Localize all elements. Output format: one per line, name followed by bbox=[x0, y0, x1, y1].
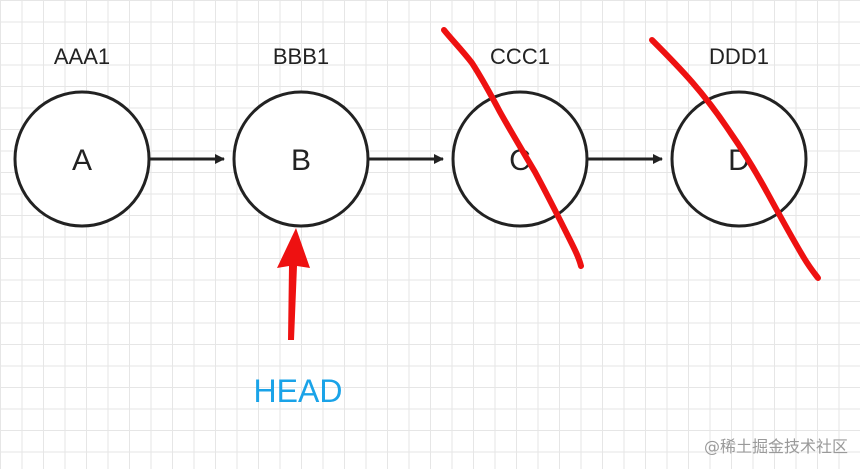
node-b: BBB1 B bbox=[232, 44, 370, 228]
node-a-circle bbox=[13, 90, 151, 228]
node-a: AAA1 A bbox=[13, 44, 151, 228]
node-d-circle bbox=[670, 90, 808, 228]
node-b-circle bbox=[232, 90, 370, 228]
node-d-label: DDD1 bbox=[709, 44, 769, 69]
node-b-letter: B bbox=[291, 144, 311, 177]
node-a-letter: A bbox=[72, 144, 92, 177]
head-pointer: HEAD bbox=[254, 228, 343, 409]
node-c-circle bbox=[451, 90, 589, 228]
node-b-label: BBB1 bbox=[273, 44, 329, 69]
watermark: @稀土掘金技术社区 bbox=[703, 437, 848, 456]
node-d: DDD1 D bbox=[670, 44, 808, 228]
node-c: CCC1 C bbox=[451, 44, 589, 228]
strike-mark-node-c bbox=[441, 27, 584, 269]
strike-mark-node-d bbox=[649, 37, 821, 281]
head-arrow-icon bbox=[277, 228, 310, 340]
node-c-label: CCC1 bbox=[490, 44, 550, 69]
head-label: HEAD bbox=[254, 373, 343, 409]
node-a-label: AAA1 bbox=[54, 44, 110, 69]
